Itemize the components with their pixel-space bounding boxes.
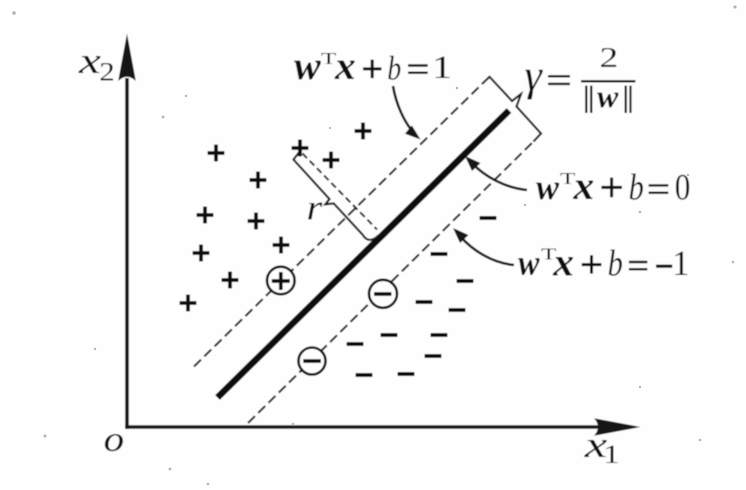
svg-text:b: b: [629, 167, 644, 208]
svg-text:T: T: [321, 49, 337, 68]
svg-text:2: 2: [600, 42, 619, 74]
svg-text:w: w: [518, 243, 540, 283]
svg-text:w: w: [597, 78, 619, 114]
svg-text:b: b: [387, 50, 401, 87]
svg-text:w: w: [536, 167, 560, 207]
svg-text:0: 0: [675, 168, 691, 209]
svg-text:r: r: [307, 188, 324, 228]
svg-text:γ: γ: [525, 51, 544, 100]
svg-text:x: x: [334, 43, 356, 88]
svg-text:T: T: [560, 169, 576, 188]
svg-text:2: 2: [99, 58, 115, 87]
svg-text:1: 1: [672, 243, 689, 283]
svg-text:1: 1: [432, 50, 452, 86]
svg-text:w: w: [294, 43, 321, 88]
svg-text:x: x: [583, 425, 608, 466]
svg-text:x: x: [78, 41, 102, 82]
svg-text:T: T: [541, 245, 557, 264]
svg-text:x: x: [552, 240, 574, 285]
svg-text:b: b: [608, 244, 623, 285]
svg-text:o: o: [104, 419, 125, 459]
svg-text:1: 1: [603, 440, 620, 469]
svg-text:x: x: [572, 163, 594, 208]
